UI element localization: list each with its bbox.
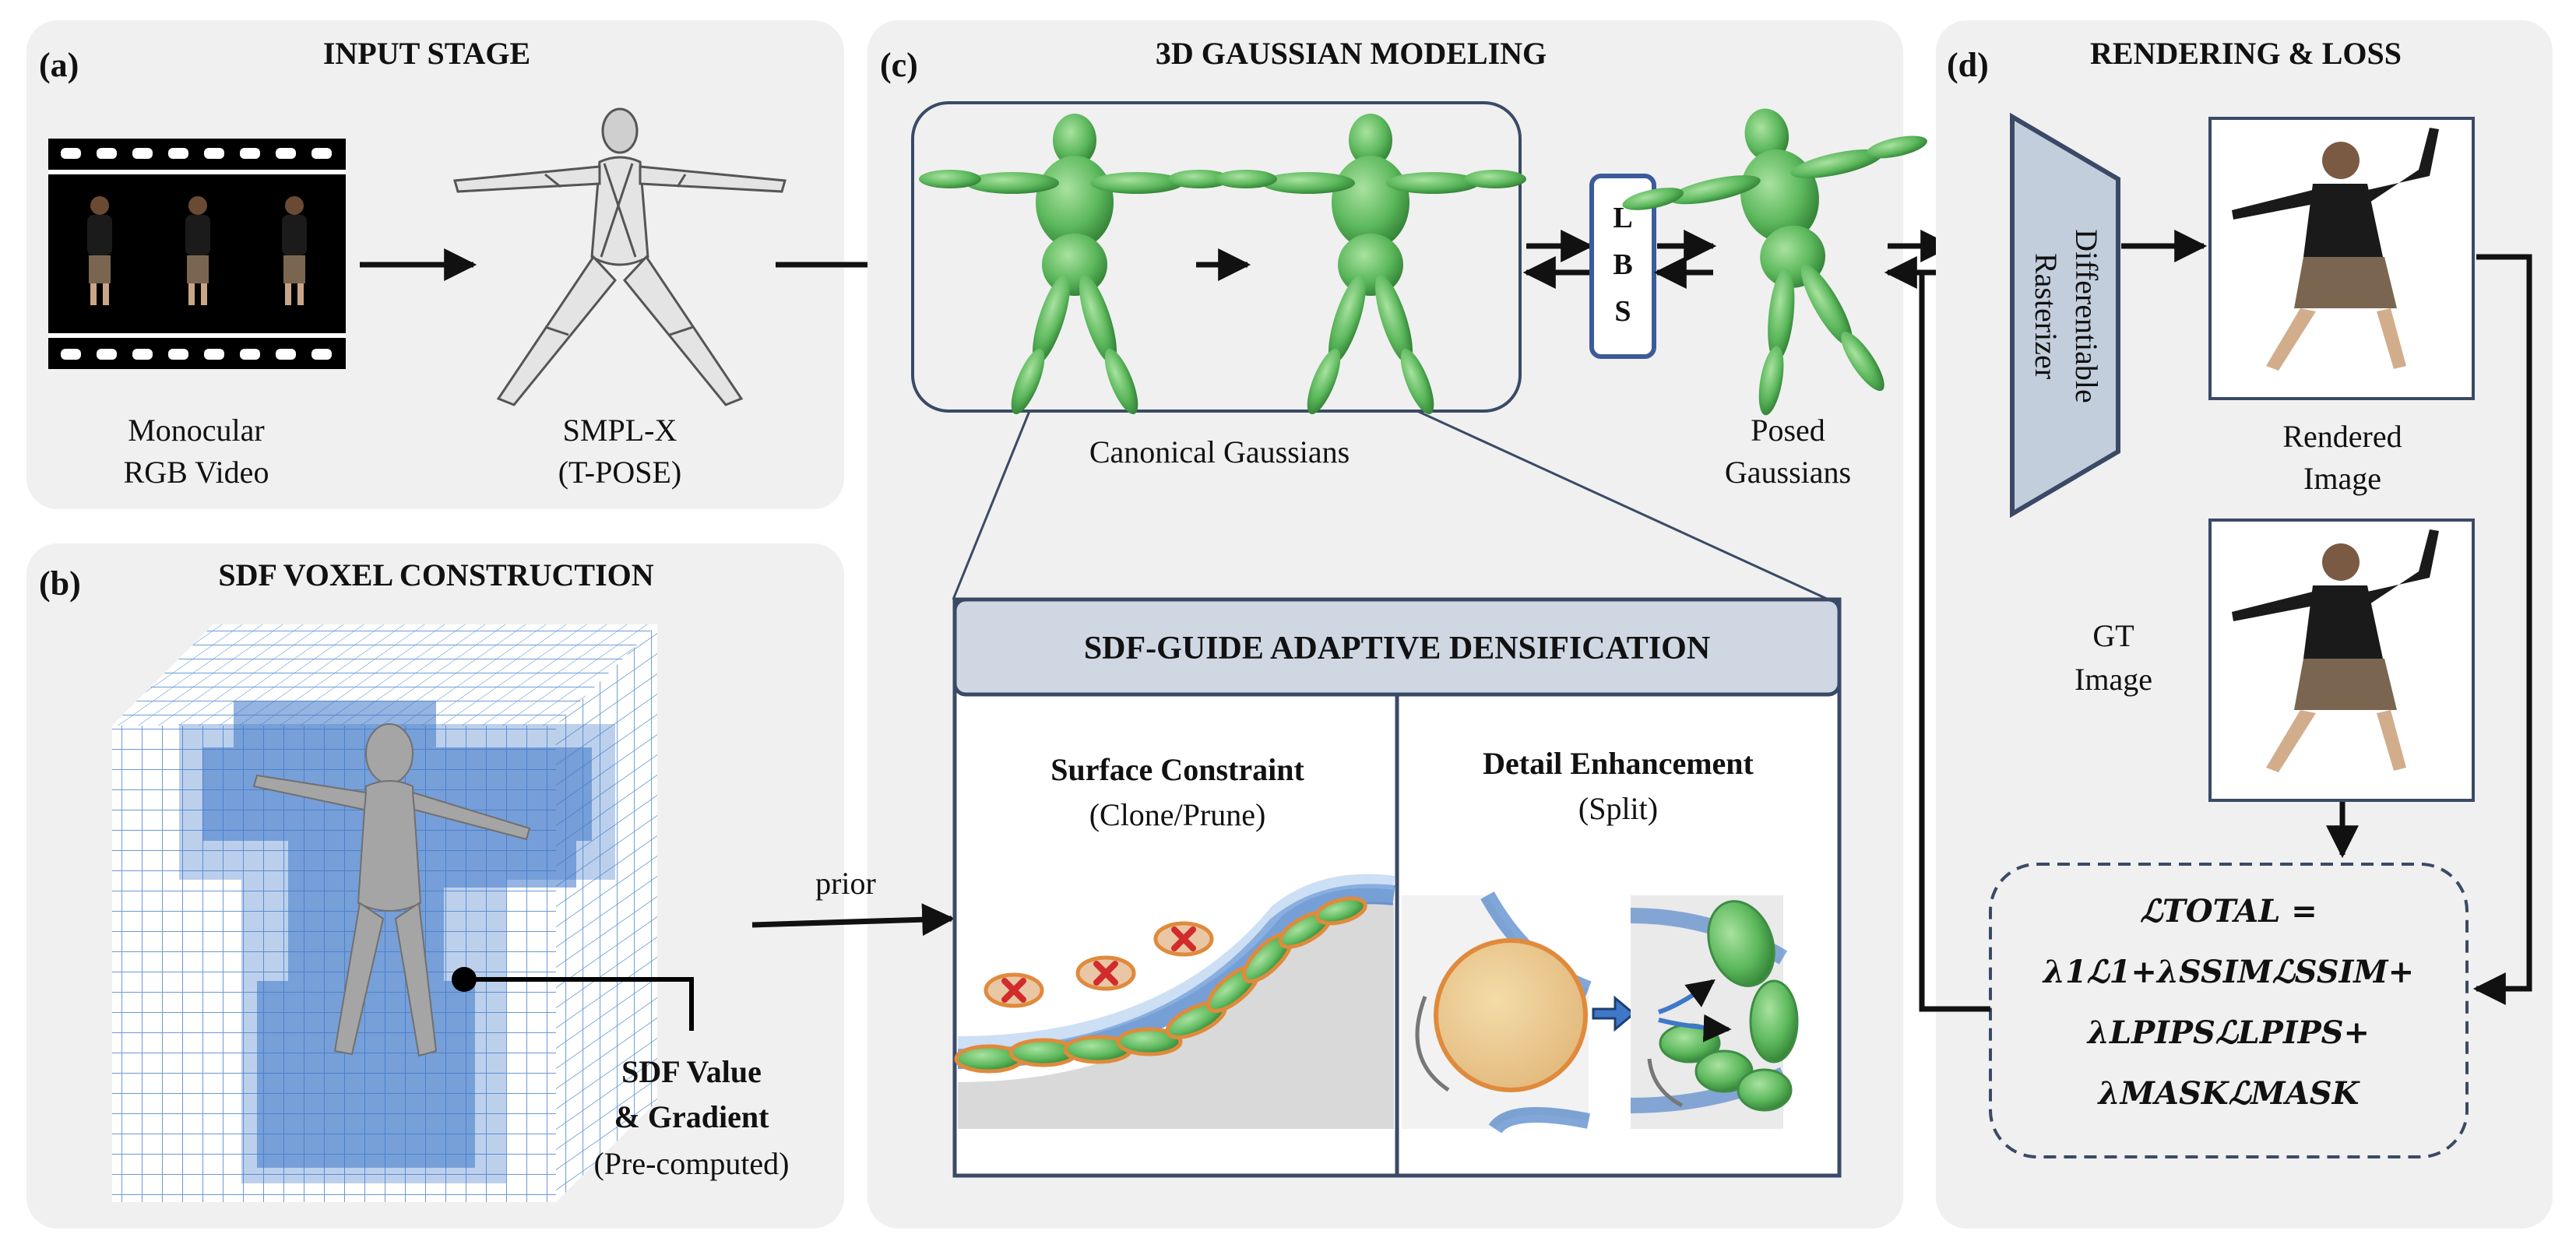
rasterizer-label-line1: Differentiable (2069, 229, 2104, 403)
mesh-human-icon (453, 107, 787, 406)
detail-title: Detail Enhancement (1483, 746, 1754, 781)
canonical-box (911, 101, 1522, 413)
video-label-line2: RGB Video (124, 455, 269, 490)
rendered-image (2208, 117, 2475, 400)
prune-x-icon (1075, 955, 1136, 991)
panel-c: (c) 3D GAUSSIAN MODELING Canonical Gauss… (751, 20, 1977, 1229)
sdf-label-line2: & Gradient (614, 1099, 770, 1134)
smpl-label-line2: (T-POSE) (558, 455, 682, 490)
gt-label-line1: GT (2092, 618, 2134, 653)
arrow-icon (751, 903, 955, 937)
film-strip-icon (48, 139, 346, 369)
detail-enhancement-illustration (1402, 891, 1799, 1134)
surface-subtitle: (Clone/Prune) (1089, 797, 1266, 832)
rendered-label-line1: Rendered (2282, 419, 2402, 454)
panel-a-tag: (a) (39, 46, 79, 84)
voxel-cube-icon (112, 624, 657, 1202)
split-arrow-icon (1658, 979, 1716, 1014)
video-label-line1: Monocular (128, 413, 265, 448)
panel-b: (b) SDF VOXEL CONSTRUCTION (26, 543, 844, 1229)
loss-feedback-line (1919, 272, 1990, 1012)
prior-label: prior (815, 866, 876, 901)
sdf-leader-line (464, 977, 694, 1031)
panel-a-title: INPUT STAGE (323, 36, 530, 71)
panel-d-title: RENDERING & LOSS (2090, 36, 2402, 71)
detail-subtitle: (Split) (1578, 791, 1658, 826)
smpl-label-line1: SMPL-X (563, 413, 677, 448)
zoom-line-right (1416, 410, 1829, 601)
loss-l1-ssim-line: λ1ℒ1+λSSIMℒSSIM+ (2042, 954, 2414, 990)
rasterizer-label-line2: Rasterizer (2029, 253, 2064, 379)
panel-d: (d) RENDERING & LOSS Differentiable Rast… (1919, 20, 2553, 1229)
densification-box: SDF-GUIDE ADAPTIVE DENSIFICATION Surface… (952, 597, 1842, 1178)
posed-label-line1: Posed (1751, 413, 1825, 448)
panel-b-title: SDF VOXEL CONSTRUCTION (218, 557, 653, 592)
densify-title: SDF-GUIDE ADAPTIVE DENSIFICATION (1084, 631, 1710, 666)
panel-d-tag: (d) (1947, 46, 1989, 84)
panel-a: (a) INPUT STAGE (26, 20, 844, 509)
arrow-icon (1592, 995, 1636, 1032)
precomputed-label: (Pre-computed) (593, 1146, 789, 1181)
arrow-icon (2472, 254, 2532, 1005)
prune-x-icon (1153, 921, 1214, 957)
split-arrow-icon (1658, 1014, 1732, 1042)
surface-constraint-illustration (954, 874, 1395, 1129)
person-photo-icon (2232, 128, 2439, 371)
panel-c-tag: (c) (880, 46, 918, 84)
prune-x-icon (984, 972, 1044, 1008)
canonical-label: Canonical Gaussians (1089, 434, 1350, 469)
loss-lpips-line: λLPIPSℒLPIPS+ (2086, 1014, 2370, 1051)
rendered-label-line2: Image (2303, 461, 2381, 496)
mesh-human-icon (252, 723, 531, 1057)
sdf-label-line1: SDF Value (621, 1054, 762, 1089)
rasterizer-block (2010, 112, 2120, 519)
lbs-letter-b: B (1613, 248, 1632, 281)
panel-b-tag: (b) (39, 564, 81, 603)
video-frame-person (185, 196, 210, 305)
posed-label-line2: Gaussians (1725, 455, 1851, 490)
gt-label-line2: Image (2075, 662, 2152, 697)
video-frame-person (282, 196, 307, 305)
loss-mask-line: λMASKℒMASK (2097, 1075, 2361, 1112)
panel-c-title: 3D GAUSSIAN MODELING (1156, 36, 1547, 71)
person-photo-icon (2232, 529, 2439, 772)
gt-image (2208, 519, 2475, 802)
loss-total-line: ℒTOTAL = (2140, 893, 2317, 930)
zoom-line-left (952, 410, 1031, 600)
surface-title: Surface Constraint (1050, 752, 1304, 787)
video-frame-person (87, 196, 112, 305)
lbs-letter-s: S (1614, 295, 1631, 328)
